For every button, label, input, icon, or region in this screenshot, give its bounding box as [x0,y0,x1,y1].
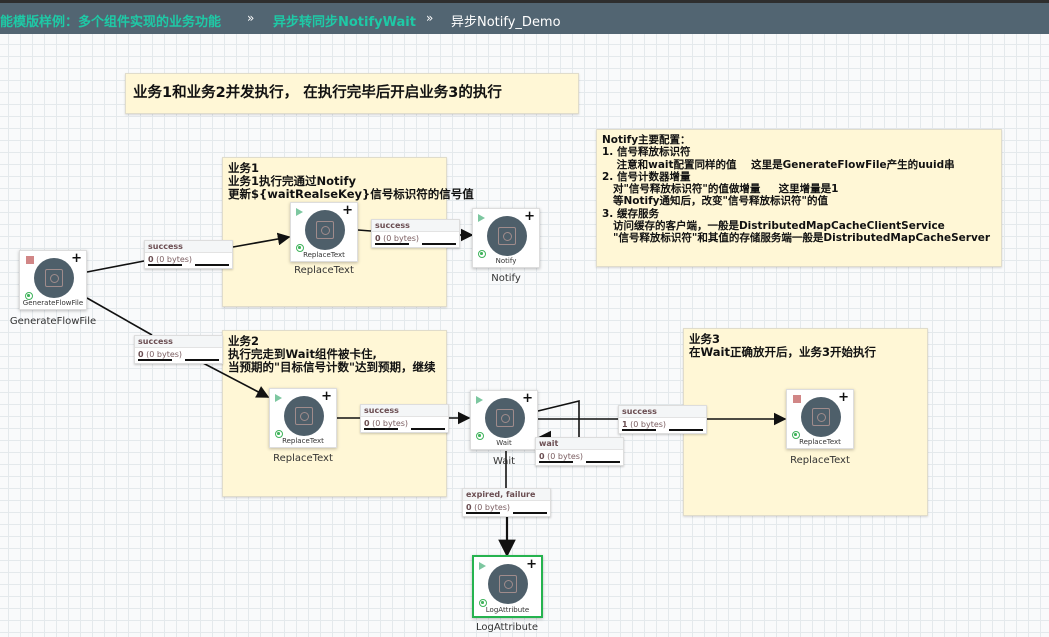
processor-name: Wait [492,456,516,467]
running-icon [479,562,486,570]
edge-gen-rt2-arrow [202,362,270,398]
plus-icon[interactable]: + [838,390,849,405]
breadcrumb-separator: » [247,11,255,25]
processor-name: ReplaceText [273,453,333,464]
queue-count: 0 [364,419,370,428]
connection-rt1-success[interactable]: success 0 (0 bytes) [371,219,460,248]
queue-size: (0 bytes) [146,350,183,359]
processor-replacetext-2[interactable]: + ReplaceText [269,388,337,448]
stopped-icon [793,395,801,403]
processor-name: LogAttribute [475,622,539,633]
queue-count: 0 [138,350,144,359]
plus-icon[interactable]: + [342,203,353,218]
edge-rt1-notify [357,229,372,232]
processor-name: GenerateFlowFile [9,316,97,327]
processor-type: ReplaceText [303,251,345,259]
edge-gen-rt2 [86,297,153,336]
queue-count: 0 [539,452,545,461]
queue-size: (0 bytes) [383,234,420,243]
valid-icon [296,244,304,252]
processor-wait[interactable]: + Wait [470,390,538,450]
valid-icon [792,431,800,439]
processor-replacetext-1[interactable]: + ReplaceText [290,202,358,262]
processor-generateflowfile[interactable]: + GenerateFlowFile [19,250,87,310]
breadcrumb-separator: » [426,11,434,25]
queue-count: 0 [148,255,154,264]
processor-icon [485,398,525,438]
processor-logattribute[interactable]: + LogAttribute [472,555,543,618]
plus-icon[interactable]: + [71,251,82,266]
edge-gen-rt1 [86,260,145,273]
running-icon [476,396,483,404]
processor-type: Notify [495,257,517,265]
edge-gen-rt1-arrow [232,232,291,248]
processor-notify[interactable]: + Notify [472,208,540,268]
connection-wait-wait[interactable]: wait 0 (0 bytes) [535,437,624,466]
connection-rt2-success[interactable]: success 0 (0 bytes) [360,404,449,433]
edge-wait-self [537,399,580,437]
relationship-name: expired, failure [463,489,550,501]
running-icon [275,394,282,402]
queue-count: 1 [622,420,628,429]
processor-name: Notify [491,273,521,284]
processor-type: ReplaceText [799,438,841,446]
breadcrumb-item-current: 异步Notify_Demo [451,15,561,30]
processor-replacetext-3[interactable]: + ReplaceText [786,389,854,449]
relationship-name: success [619,406,706,418]
valid-icon [25,292,33,300]
queue-size: (0 bytes) [474,503,511,512]
label-notify-config[interactable]: Notify主要配置： 1. 信号释放标识符 注意和wait配置同样的值 这里是… [596,129,1002,267]
processor-type: ReplaceText [282,437,324,445]
breadcrumb: 能模版样例：多个组件实现的业务功能 » 异步转同步NotifyWait » 异步… [0,3,1049,34]
queue-count: 0 [375,234,381,243]
window-top-bar [0,0,1049,4]
processor-icon [284,396,324,436]
connection-gen-success-2[interactable]: success 0 (0 bytes) [134,335,223,364]
queue-size: (0 bytes) [547,452,584,461]
plus-icon[interactable]: + [524,209,535,224]
connection-wait-success[interactable]: success 1 (0 bytes) [618,405,707,434]
relationship-name: success [145,241,232,253]
processor-icon [305,210,345,250]
valid-icon [476,432,484,440]
processor-icon [488,564,528,604]
plus-icon[interactable]: + [321,389,332,404]
running-icon [296,208,303,216]
relationship-name: success [361,405,448,417]
plus-icon[interactable]: + [522,391,533,406]
stopped-icon [26,256,34,264]
label-title[interactable]: 业务1和业务2并发执行， 在执行完毕后开启业务3的执行 [125,73,579,114]
processor-name: ReplaceText [294,265,354,276]
relationship-name: success [372,220,459,232]
breadcrumb-item-notifywait[interactable]: 异步转同步NotifyWait [273,15,416,30]
processor-type: LogAttribute [485,606,530,614]
processor-icon [487,216,527,256]
valid-icon [275,430,283,438]
running-icon [478,214,485,222]
queue-size: (0 bytes) [156,255,193,264]
plus-icon[interactable]: + [526,557,537,572]
breadcrumb-item-template[interactable]: 能模版样例：多个组件实现的业务功能 [0,15,222,30]
queue-size: (0 bytes) [372,419,409,428]
queue-count: 0 [466,503,472,512]
processor-type: Wait [496,439,512,447]
connection-wait-expired-failure[interactable]: expired, failure 0 (0 bytes) [462,488,551,517]
connection-gen-success-1[interactable]: success 0 (0 bytes) [144,240,233,269]
queue-size: (0 bytes) [630,420,667,429]
valid-icon [479,599,487,607]
relationship-name: wait [536,438,623,450]
processor-type: GenerateFlowFile [22,299,84,307]
processor-icon [801,397,841,437]
relationship-name: success [135,336,222,348]
processor-icon [34,258,74,298]
valid-icon [478,250,486,258]
processor-name: ReplaceText [790,455,850,466]
